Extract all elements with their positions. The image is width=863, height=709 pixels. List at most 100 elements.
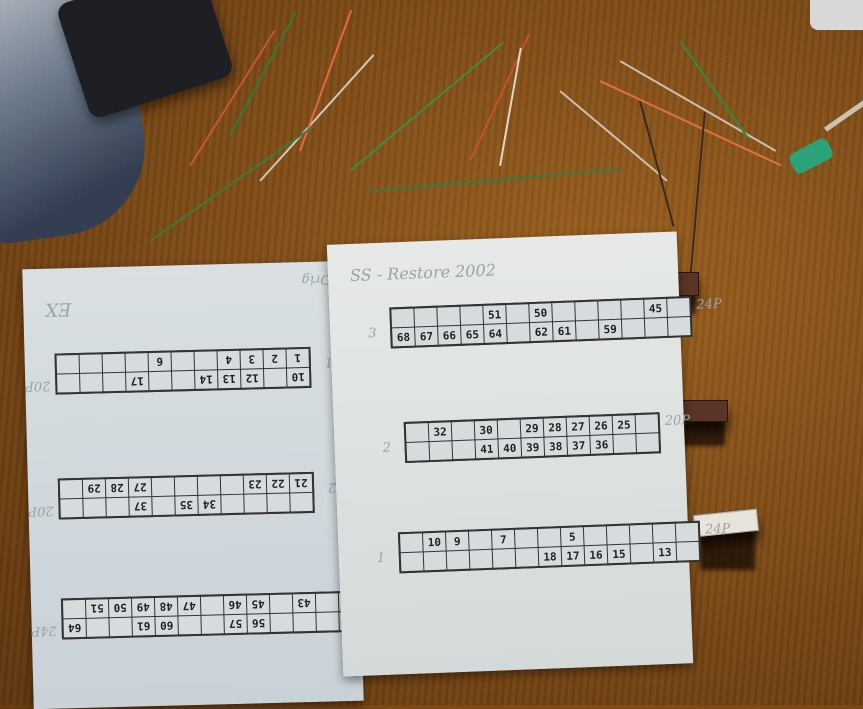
pin-cell bbox=[86, 618, 109, 637]
pin-cell bbox=[200, 596, 224, 615]
pin-cell: 4 bbox=[217, 350, 240, 370]
pin-cell: 17 bbox=[126, 372, 149, 391]
wire bbox=[369, 168, 620, 192]
pin-cell: 66 bbox=[438, 325, 461, 345]
pin-cell bbox=[451, 421, 475, 441]
pin-cell: 25 bbox=[612, 415, 636, 435]
pin-cell bbox=[174, 476, 198, 496]
pin-cell bbox=[102, 353, 126, 373]
pin-cell: 37 bbox=[129, 497, 152, 516]
ps2-plug bbox=[787, 136, 835, 176]
pin-cell: 27 bbox=[128, 478, 152, 497]
pin-cell: 60 bbox=[155, 616, 178, 636]
pin-cell: 45 bbox=[246, 595, 270, 614]
wire bbox=[349, 41, 504, 172]
right-sheet-title: SS - Restore 2002 bbox=[349, 260, 497, 286]
pin-cell: 10 bbox=[422, 532, 446, 552]
pin-cell bbox=[125, 353, 149, 372]
pin-cell bbox=[621, 318, 645, 338]
connector-diagram-3: 56576061644345464748495051324P bbox=[31, 590, 385, 640]
pin-cell bbox=[269, 594, 293, 614]
pin-cell bbox=[515, 548, 539, 567]
pin-cell: 32 bbox=[428, 422, 452, 442]
pin-cell bbox=[194, 351, 217, 370]
pin-cell: 40 bbox=[498, 438, 522, 458]
pin-cell: 45 bbox=[644, 298, 667, 318]
pin-cell: 3 bbox=[240, 350, 263, 369]
pin-cell bbox=[62, 599, 86, 619]
pin-cell: 6 bbox=[148, 352, 171, 372]
pin-cell: 56 bbox=[247, 614, 270, 633]
pin-cell bbox=[290, 492, 313, 512]
pin-cell: 27 bbox=[566, 416, 590, 436]
pin-cell: 59 bbox=[598, 319, 622, 339]
pin-cell bbox=[149, 371, 172, 391]
pin-cell: 23 bbox=[243, 475, 267, 494]
pin-cell bbox=[59, 479, 83, 499]
pin-cell: 37 bbox=[567, 435, 591, 455]
pin-cell bbox=[629, 524, 653, 544]
pin-cell bbox=[171, 351, 194, 371]
pin-cell: 5 bbox=[560, 527, 584, 547]
wire bbox=[679, 40, 750, 140]
pin-cell bbox=[400, 533, 423, 553]
pin-cell bbox=[598, 300, 621, 320]
pin-cell bbox=[405, 423, 429, 442]
pin-cell bbox=[109, 617, 132, 637]
pin-cell bbox=[667, 316, 691, 336]
pin-cell: 22 bbox=[266, 474, 290, 494]
pin-cell bbox=[106, 497, 129, 517]
pin-cell: 18 bbox=[538, 547, 562, 566]
pin-cell bbox=[606, 525, 630, 545]
pin-cell bbox=[152, 496, 175, 516]
pin-cell: 14 bbox=[195, 370, 218, 389]
pin-cell bbox=[507, 323, 530, 343]
pin-cell bbox=[621, 299, 644, 319]
pin-cell: 13 bbox=[218, 369, 241, 389]
pin-cell bbox=[151, 477, 175, 497]
pin-cell bbox=[630, 543, 654, 563]
pin-cell: 12 bbox=[240, 369, 264, 388]
pin-cell: 30 bbox=[474, 420, 498, 440]
pin-cell bbox=[537, 528, 561, 547]
connector-size-label: 20P bbox=[664, 413, 691, 430]
pin-cell bbox=[469, 549, 493, 569]
left-sheet-title: EX bbox=[45, 298, 72, 320]
wire bbox=[619, 60, 777, 152]
pin-cell bbox=[492, 548, 516, 568]
pin-cell bbox=[506, 304, 529, 324]
pin-cell bbox=[437, 306, 461, 326]
pin-cell: 29 bbox=[82, 479, 106, 498]
connector-size-label: 24P bbox=[704, 521, 731, 538]
pin-cell: 34 bbox=[198, 495, 221, 514]
pin-cell: 57 bbox=[224, 614, 247, 634]
pin-cell bbox=[57, 373, 80, 393]
pin-cell bbox=[103, 372, 126, 392]
pin-cell: 38 bbox=[544, 436, 568, 456]
pin-cell: 7 bbox=[491, 529, 515, 549]
pin-cell: 64 bbox=[63, 618, 86, 638]
pin-cell bbox=[172, 370, 195, 390]
wire bbox=[229, 11, 297, 137]
pin-cell: 67 bbox=[415, 326, 438, 346]
pin-cell bbox=[429, 441, 453, 461]
pin-cell bbox=[244, 494, 267, 513]
connector-number: 3 bbox=[367, 326, 377, 342]
pin-cell bbox=[636, 433, 660, 453]
wire bbox=[149, 125, 315, 242]
pin-cell bbox=[270, 613, 293, 633]
wire bbox=[689, 111, 706, 282]
pin-cell bbox=[293, 612, 316, 632]
pin-cell bbox=[452, 440, 476, 460]
pin-cell: 28 bbox=[543, 417, 567, 437]
pin-cell: 50 bbox=[108, 598, 132, 618]
pin-cell bbox=[221, 494, 244, 514]
plug-shadow bbox=[700, 530, 755, 570]
pin-cell: 65 bbox=[461, 324, 484, 344]
pin-cell bbox=[583, 526, 607, 546]
pin-cell bbox=[414, 307, 438, 327]
pin-cell: 46 bbox=[223, 595, 247, 615]
pin-cell: 9 bbox=[445, 531, 469, 551]
pin-cell bbox=[83, 498, 106, 517]
left-sheet-corner-note: Orig bbox=[301, 271, 331, 288]
